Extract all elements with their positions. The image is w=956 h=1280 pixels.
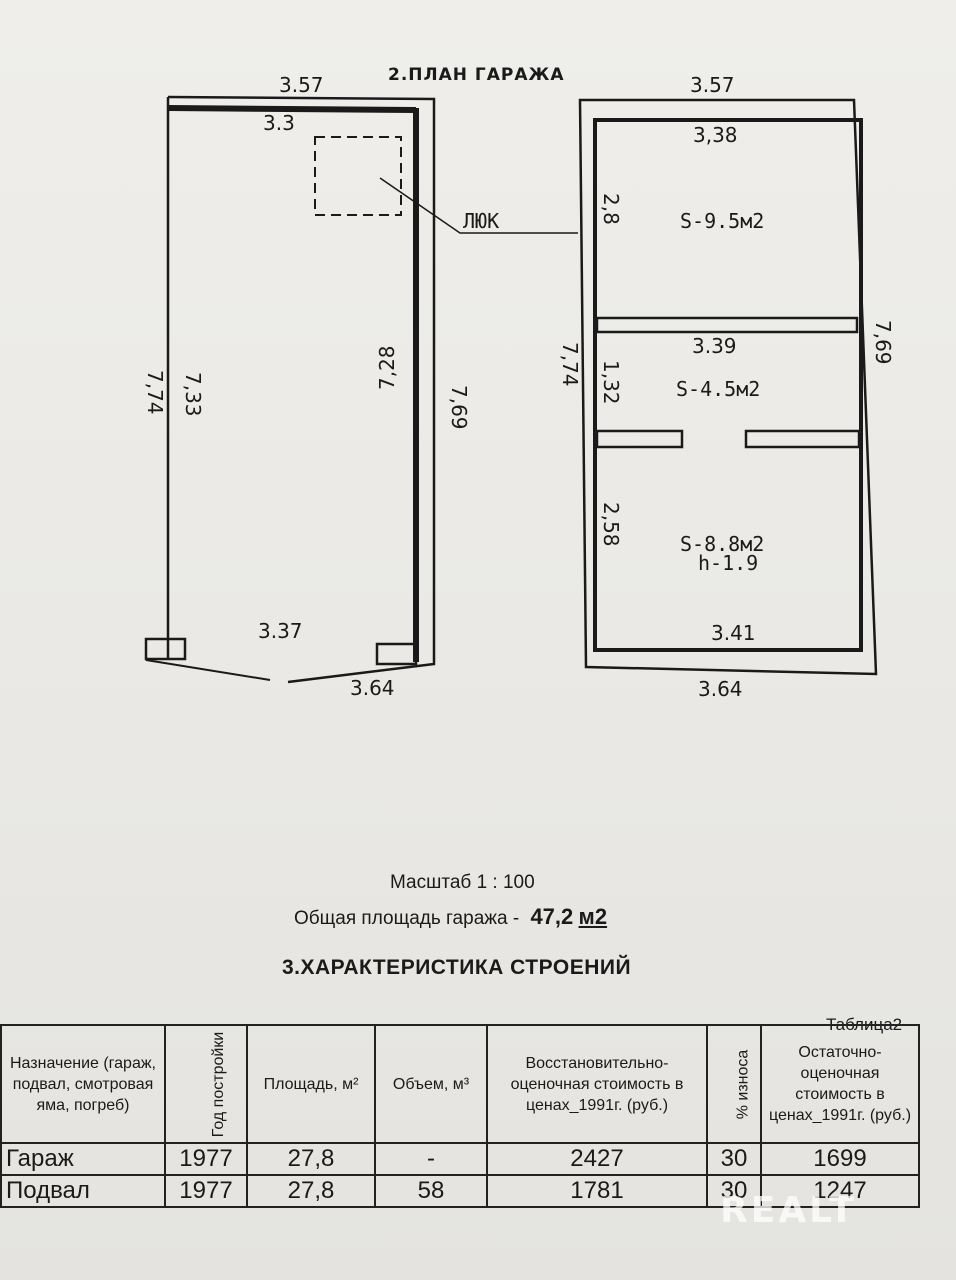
hatch-label: ЛЮК (463, 209, 499, 233)
left-inner-length-dim: 7,33 (181, 372, 205, 417)
table-row: Гараж 1977 27,8 - 2427 30 1699 (0, 1142, 920, 1176)
right-bottom-outer-dim: 3.64 (698, 677, 743, 701)
basement-right-outer-dim: 7,69 (871, 320, 895, 365)
room3-height-dim: 2,58 (599, 502, 623, 547)
cell-area: 27,8 (246, 1142, 376, 1176)
header-residual-cost: Остаточно-оценочная стоимость в ценах_19… (760, 1024, 920, 1144)
corner-pillar-right (375, 642, 418, 666)
room1-area: S-9.5м2 (680, 209, 764, 233)
header-area: Площадь, м² (246, 1024, 376, 1144)
left-top-outer-dim: 3.57 (279, 73, 324, 97)
watermark-logo: REALT (720, 1190, 857, 1231)
header-purpose: Назначение (гараж, подвал, смотровая яма… (0, 1024, 166, 1144)
garage-plan (144, 95, 578, 684)
hatch-leader-line (379, 177, 578, 234)
section-title: 3.ХАРАКТЕРИСТИКА СТРОЕНИЙ (282, 956, 632, 979)
total-area-line: Общая площадь гаража - 47,2 м2 (294, 904, 607, 930)
left-outer-length-dim: 7,74 (143, 370, 167, 415)
right-outer-length-dim: 7,69 (447, 385, 471, 430)
table-header-row: Назначение (гараж, подвал, смотровая яма… (0, 1024, 920, 1144)
cell-residual-cost: 1699 (760, 1142, 920, 1176)
buildings-table: Назначение (гараж, подвал, смотровая яма… (0, 1024, 920, 1208)
room3-ceiling-height: h-1.9 (698, 551, 758, 575)
right-inner-length-dim: 7,28 (375, 345, 399, 390)
header-wear: % износа (706, 1024, 762, 1144)
cell-replacement-cost: 1781 (486, 1174, 708, 1208)
table-row: Подвал 1977 27,8 58 1781 30 1247 (0, 1174, 920, 1208)
left-bottom-inner-dim: 3.37 (258, 619, 303, 643)
garage-outer-wall (167, 95, 436, 684)
cell-volume: - (374, 1142, 488, 1176)
corner-pillar-left (144, 637, 187, 661)
cell-area: 27,8 (246, 1174, 376, 1208)
cell-replacement-cost: 2427 (486, 1142, 708, 1176)
basement-outer-wall (578, 98, 878, 676)
right-top-inner-dim: 3,38 (693, 123, 738, 147)
cell-volume: 58 (374, 1174, 488, 1208)
left-bottom-outer-dim: 3.64 (350, 676, 395, 700)
cell-wear: 30 (706, 1174, 762, 1208)
header-replacement-cost: Восстановительно-оценочная стоимость в ц… (486, 1024, 708, 1144)
partition-wall (595, 316, 859, 334)
garage-floor-plan: 2.ПЛАН ГАРАЖА 3.57 3.3 7,74 7,33 7,28 7,… (143, 65, 895, 701)
doorway-left-wall (595, 429, 684, 449)
doorway-right-wall (744, 429, 861, 449)
basement-plan (578, 98, 878, 676)
plan-title: 2.ПЛАН ГАРАЖА (388, 65, 565, 85)
total-area-unit: м2 (578, 904, 608, 929)
cell-purpose: Гараж (0, 1142, 166, 1176)
right-top-outer-dim: 3.57 (690, 73, 735, 97)
room2-area: S-4.5м2 (676, 377, 760, 401)
header-volume: Объем, м³ (374, 1024, 488, 1144)
left-top-inner-dim: 3.3 (263, 111, 295, 135)
hatch-outline (314, 136, 402, 216)
header-year: Год постройки (164, 1024, 248, 1144)
room1-height-dim: 2,8 (599, 193, 623, 225)
right-bottom-inner-dim: 3.41 (711, 621, 756, 645)
cell-residual-cost: 1247 (760, 1174, 920, 1208)
garage-inner-top (167, 105, 417, 113)
room3-area: S-8.8м2 (680, 532, 764, 556)
basement-left-outer-dim: 7,74 (558, 342, 582, 387)
mid-width-dim: 3.39 (692, 334, 737, 358)
total-area-label: Общая площадь гаража - (294, 908, 520, 929)
cell-wear: 30 (706, 1142, 762, 1176)
room2-height-dim: 1,32 (599, 360, 623, 405)
total-area-value: 47,2 (530, 904, 574, 929)
basement-inner-wall (593, 118, 863, 652)
cell-purpose: Подвал (0, 1174, 166, 1208)
scale-label: Масштаб 1 : 100 (390, 872, 535, 893)
cell-year: 1977 (164, 1142, 248, 1176)
cell-year: 1977 (164, 1174, 248, 1208)
